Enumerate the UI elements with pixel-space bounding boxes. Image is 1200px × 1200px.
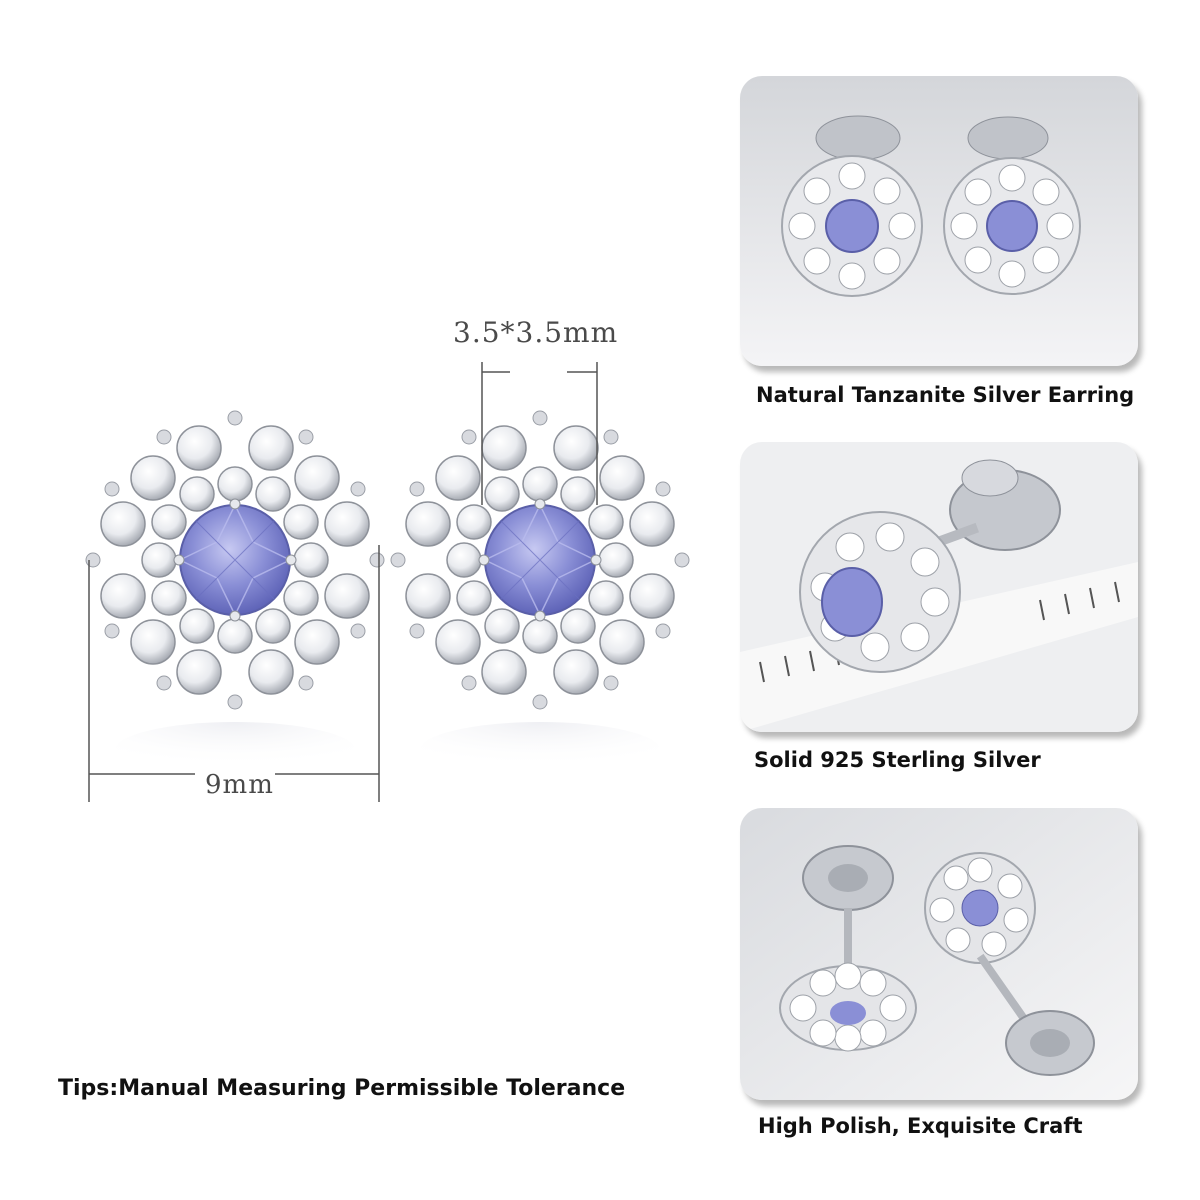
earring-side-with-ruler-photo-icon bbox=[740, 442, 1138, 732]
panel-caption-back: High Polish, Exquisite Craft bbox=[758, 1114, 1083, 1138]
panel-caption-front: Natural Tanzanite Silver Earring bbox=[756, 383, 1135, 407]
photo-panel-front bbox=[740, 76, 1138, 366]
photo-panel-side bbox=[740, 442, 1138, 732]
photo-panel-back bbox=[740, 808, 1138, 1100]
panel-caption-side: Solid 925 Sterling Silver bbox=[754, 748, 1041, 772]
right-earring bbox=[390, 410, 690, 778]
left-earring bbox=[85, 410, 385, 778]
tolerance-tip: Tips:Manual Measuring Permissible Tolera… bbox=[58, 1076, 626, 1101]
earring-pair-front-photo-icon bbox=[740, 76, 1138, 366]
width-dimension-lines bbox=[88, 545, 380, 802]
overall-width-label: 9mm bbox=[205, 770, 274, 800]
stone-size-label: 3.5*3.5mm bbox=[453, 316, 619, 349]
earring-back-clasp-photo-icon bbox=[740, 808, 1138, 1100]
stone-dimension-lines bbox=[481, 362, 598, 505]
earring-pair-main-image bbox=[85, 362, 690, 802]
